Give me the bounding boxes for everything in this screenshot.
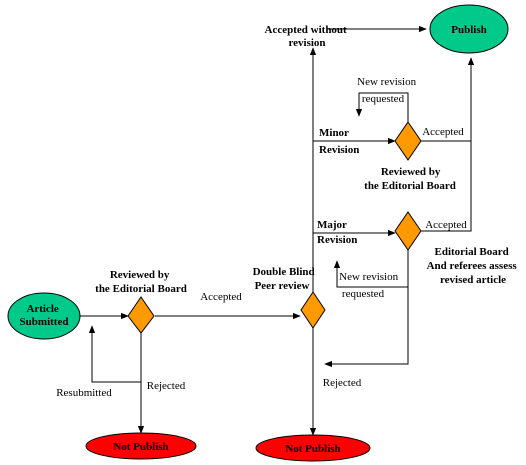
edge-label-new-revision-1: New revision requested <box>357 76 419 105</box>
major-revision-label: Major Revision <box>317 219 357 246</box>
edge-label-rejected-2: Rejected <box>323 377 362 389</box>
editorial-referees-label: Editorial Board And referees assess revi… <box>427 246 520 286</box>
reviewed-editorial-label-2: Reviewed by the Editorial Board <box>364 166 456 192</box>
decision-major-review <box>394 211 422 251</box>
double-blind-label: Double Blind Peer review <box>253 266 318 292</box>
edge-label-new-revision-2: New revision requested <box>339 271 401 300</box>
not-publish-left-node <box>85 432 197 460</box>
edge-label-rejected-1: Rejected <box>147 380 186 392</box>
edge-back-to-peer-review <box>324 287 409 368</box>
edge-label-accepted-major: Accepted <box>425 219 467 231</box>
decision-editorial-review <box>127 296 155 334</box>
edge-major-accepted <box>421 57 475 232</box>
accepted-without-label: Accepted without revision <box>265 24 350 49</box>
edge-new-revision-minor <box>355 92 409 127</box>
not-publish-right-node <box>255 434 371 462</box>
decision-minor-review <box>394 121 422 161</box>
article-submitted-node <box>7 292 81 340</box>
not-publish-right-label: Not Publish <box>285 443 340 455</box>
decision-peer-review <box>300 291 326 329</box>
publish-label: Publish <box>451 24 486 36</box>
edge-label-accepted-1: Accepted <box>200 291 242 303</box>
not-publish-left-label: Not Publish <box>113 441 168 453</box>
publish-node <box>429 4 509 54</box>
edge-resubmitted <box>88 325 141 383</box>
edge-label-accepted-minor: Accepted <box>422 126 464 138</box>
minor-revision-label: Minor Revision <box>319 127 359 156</box>
reviewed-editorial-label-1: Reviewed by the Editorial Board <box>95 269 187 295</box>
edge-label-resubmitted: Resubmitted <box>56 387 112 399</box>
article-submitted-label: Article Submitted <box>20 303 69 328</box>
edge-new-revision-major <box>333 247 409 288</box>
